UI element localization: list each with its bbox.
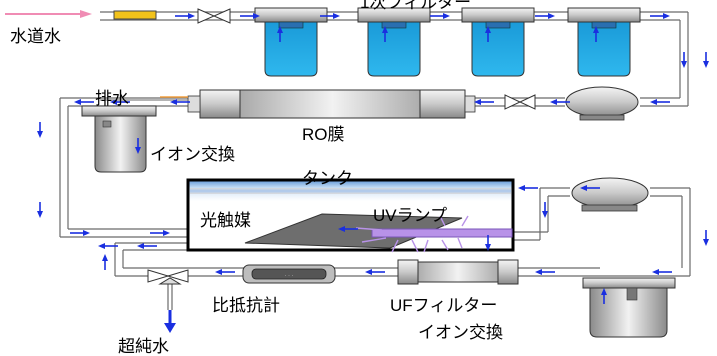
flow-arrow-9 xyxy=(535,13,555,19)
flow-arrow-31 xyxy=(703,230,709,246)
uv-ray-3 xyxy=(423,239,429,253)
circulation-pump xyxy=(571,177,649,212)
flow-arrow-27 xyxy=(580,185,600,191)
flow-arrow-2 xyxy=(240,13,260,19)
flow-arrow-13 xyxy=(650,99,670,105)
flow-arrow-35 xyxy=(215,269,235,275)
flow-arrow-29 xyxy=(518,185,538,191)
label-photocatalyst: 光触媒 xyxy=(200,211,251,230)
flow-arrows xyxy=(37,13,709,304)
flow-arrow-30 xyxy=(485,235,491,251)
uv-ray-9 xyxy=(461,215,469,227)
uv-ray-4 xyxy=(441,239,449,251)
uv-ray-7 xyxy=(361,237,387,243)
resistivity-meter: · · · xyxy=(242,264,336,284)
uv-rays xyxy=(355,215,469,253)
flow-arrow-3 xyxy=(277,26,283,42)
flow-arrow-34 xyxy=(365,269,385,275)
ro-valve xyxy=(504,94,536,110)
ro-membrane xyxy=(187,89,476,119)
uv-ray-5 xyxy=(457,237,463,249)
uv-ray-6 xyxy=(355,227,383,231)
ro-pump xyxy=(565,86,639,121)
drain-line xyxy=(100,96,188,101)
flow-arrow-32 xyxy=(652,269,672,275)
flow-arrow-16 xyxy=(170,99,190,105)
flow-arrow-12 xyxy=(703,52,709,68)
flow-arrow-5 xyxy=(485,26,491,42)
flow-arrow-17 xyxy=(110,99,130,105)
first-filter-2 xyxy=(357,7,431,77)
inlet-valve xyxy=(197,8,231,24)
label-ion-exchange-right: イオン交換 xyxy=(418,323,503,342)
flow-arrow-8 xyxy=(430,13,450,19)
flow-arrow-6 xyxy=(593,26,599,42)
flow-arrow-10 xyxy=(650,13,670,19)
label-uf-filter: UFフィルター xyxy=(390,296,498,315)
flow-arrow-24 xyxy=(98,243,118,249)
flow-arrow-23 xyxy=(150,230,170,236)
photocatalyst-plate xyxy=(244,213,463,249)
flow-arrow-21 xyxy=(37,202,43,218)
flow-arrow-33 xyxy=(535,269,555,275)
label-ro-membrane: RO膜 xyxy=(302,125,345,144)
ion-exchanger-right xyxy=(582,277,676,338)
flow-arrow-11 xyxy=(681,52,687,68)
label-tap-water: 水道水 xyxy=(10,27,61,46)
flow-arrow-20 xyxy=(135,138,141,154)
flow-arrow-4 xyxy=(382,26,388,42)
flow-arrow-1 xyxy=(175,13,195,19)
flow-arrow-19 xyxy=(37,122,43,138)
svg-text:· · ·: · · · xyxy=(284,273,293,279)
ultrapure-outlet-arrow xyxy=(164,310,176,333)
flow-arrow-14 xyxy=(550,99,570,105)
label-drain: 排水 xyxy=(95,89,129,108)
flow-arrow-28 xyxy=(542,202,548,218)
first-filter-4 xyxy=(567,7,641,77)
tap-water-inlet xyxy=(5,10,92,18)
flow-arrow-18 xyxy=(74,99,94,105)
flow-arrow-15 xyxy=(474,99,494,105)
label-ultrapure-water: 超純水 xyxy=(118,337,169,356)
outlet-valve xyxy=(147,269,189,285)
uv-ray-1 xyxy=(391,239,399,253)
label-resistivity-meter: 比抵抗計 xyxy=(212,296,280,315)
first-filter-3 xyxy=(461,7,535,77)
piping xyxy=(59,11,691,310)
label-ion-exchange-left: イオン交換 xyxy=(150,145,235,164)
flow-arrow-26 xyxy=(137,243,157,249)
uv-ray-8 xyxy=(439,215,446,227)
flow-arrow-36 xyxy=(601,288,607,304)
sediment-filter xyxy=(113,10,157,20)
tank xyxy=(186,178,515,252)
uv-ray-2 xyxy=(411,239,419,253)
label-tank: タンク xyxy=(302,169,353,188)
flow-arrow-37 xyxy=(338,226,358,232)
first-filters xyxy=(254,7,641,77)
flow-arrow-7 xyxy=(320,13,340,19)
flow-arrow-22 xyxy=(70,230,90,236)
ion-exchanger-left xyxy=(81,105,157,173)
first-filter-1 xyxy=(254,7,328,77)
flow-arrow-25 xyxy=(102,254,108,270)
label-uv-lamp: UVランプ xyxy=(373,206,448,225)
label-first-filter: 1次フィルター xyxy=(360,0,472,12)
uf-filter xyxy=(397,259,519,285)
uv-lamp xyxy=(371,228,513,238)
